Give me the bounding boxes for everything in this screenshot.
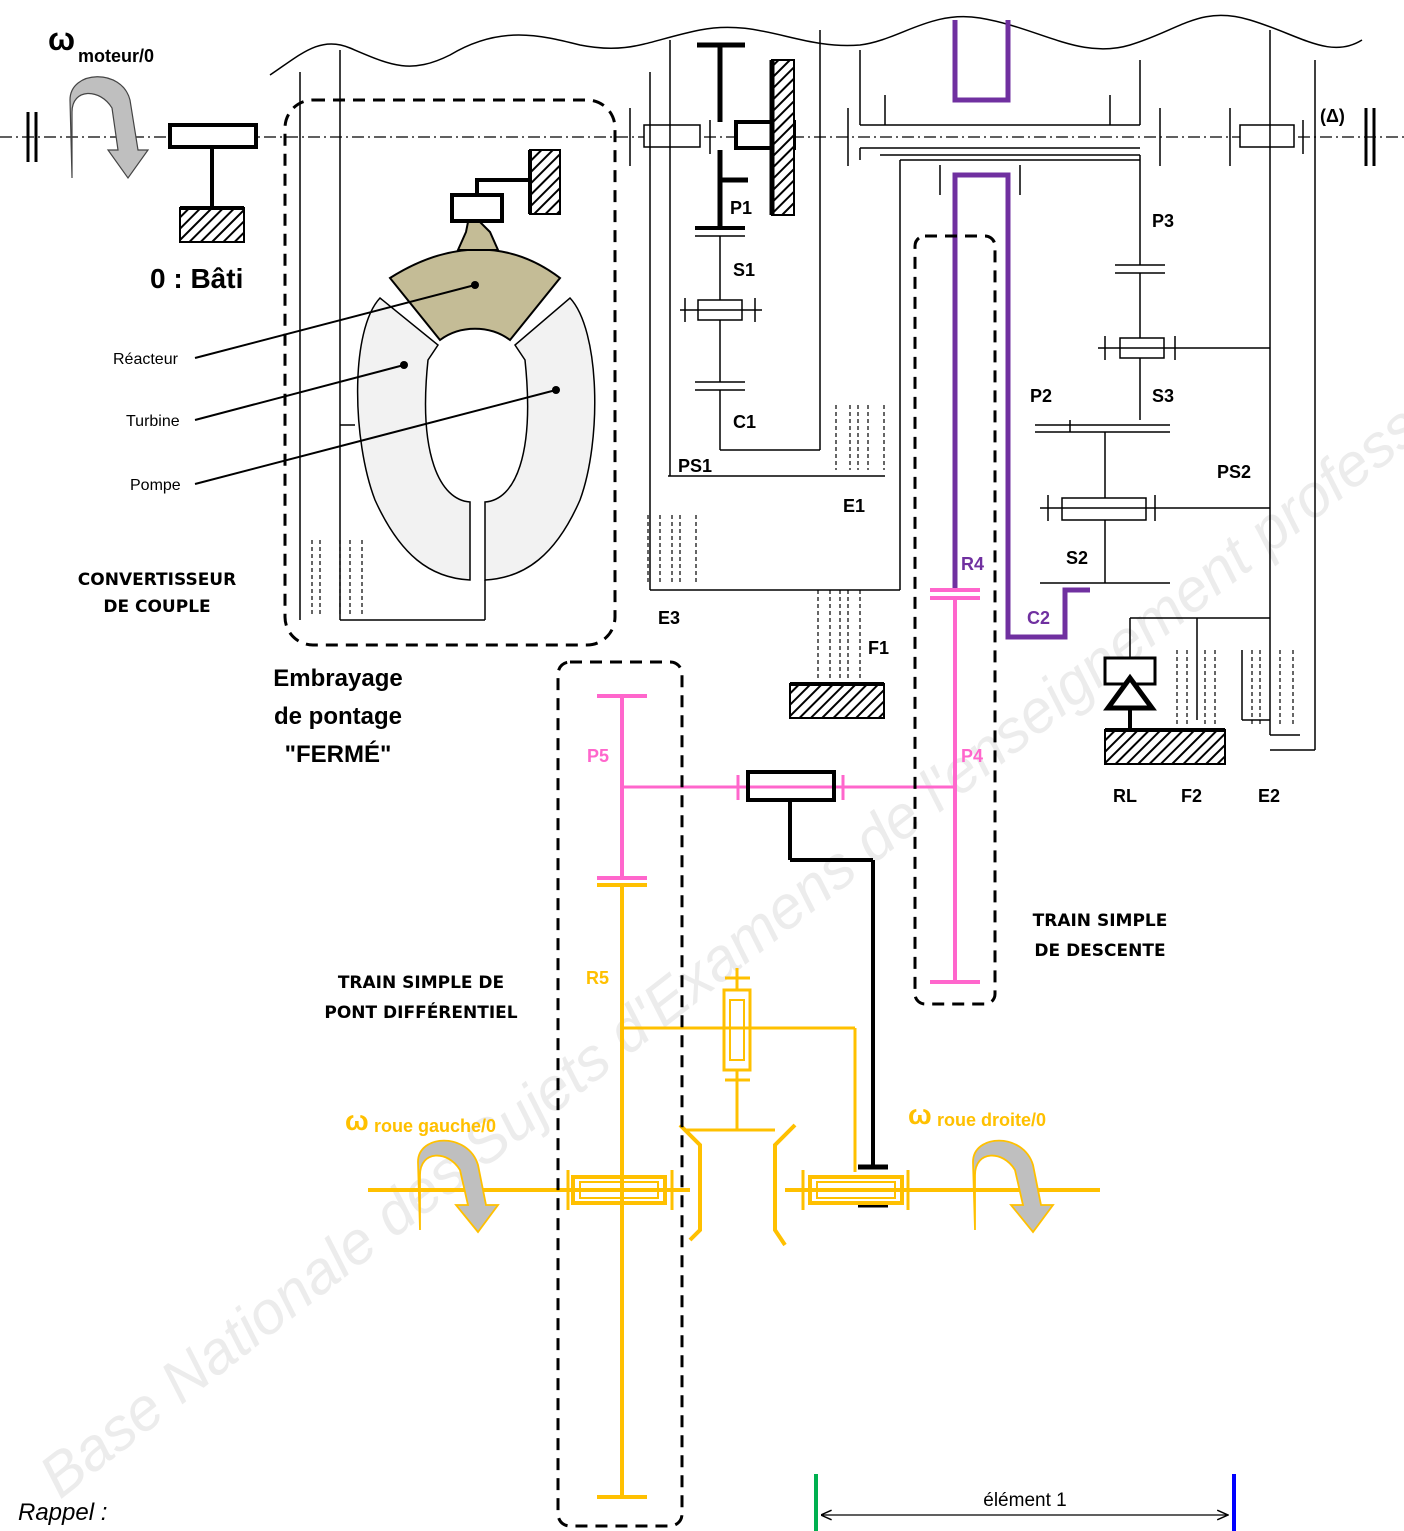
descent-train bbox=[597, 588, 980, 984]
descent-title-2: DE DESCENTE bbox=[1034, 941, 1165, 961]
lockup-title-3: "FERMÉ" bbox=[285, 740, 392, 768]
omega-motor-symbol: ω bbox=[48, 21, 75, 57]
axis-label: (Δ) bbox=[1320, 106, 1345, 126]
omega-motor-sub: moteur/0 bbox=[78, 46, 154, 66]
differential-group-box bbox=[556, 660, 684, 1528]
label-reacteur: Réacteur bbox=[113, 351, 179, 368]
gearbox-first-train bbox=[629, 30, 885, 590]
label-s1: S1 bbox=[733, 260, 755, 280]
differential-title-1: TRAIN SIMPLE DE bbox=[338, 973, 504, 993]
omega-left-sub: roue gauche/0 bbox=[374, 1116, 496, 1136]
rappel-label: Rappel : bbox=[18, 1499, 107, 1526]
element-1-label: élément 1 bbox=[983, 1490, 1066, 1511]
omega-right-symbol: ω bbox=[908, 1099, 932, 1130]
label-f1: F1 bbox=[868, 638, 889, 658]
differential bbox=[368, 883, 1100, 1499]
label-p5: P5 bbox=[587, 746, 609, 766]
label-p4: P4 bbox=[961, 746, 983, 766]
label-r4: R4 bbox=[961, 554, 984, 574]
omega-right-sub: roue droite/0 bbox=[937, 1110, 1046, 1130]
motor-rotation-arrow bbox=[69, 76, 150, 180]
label-r5: R5 bbox=[586, 968, 609, 988]
omega-left-symbol: ω bbox=[345, 1105, 369, 1136]
sun-r4-c2 bbox=[952, 20, 1090, 640]
label-pompe: Pompe bbox=[130, 477, 181, 494]
right-wheel-rotation-arrow bbox=[972, 1139, 1055, 1234]
descent-title-1: TRAIN SIMPLE bbox=[1033, 911, 1168, 931]
descent-group-box bbox=[913, 234, 997, 1006]
label-p2: P2 bbox=[1030, 386, 1052, 406]
label-e3: E3 bbox=[658, 608, 680, 628]
lockup-title-2: de pontage bbox=[274, 703, 402, 730]
frame-ground-f1 bbox=[789, 683, 885, 719]
label-c2: C2 bbox=[1027, 608, 1050, 628]
label-rl: RL bbox=[1113, 786, 1137, 806]
label-s3: S3 bbox=[1152, 386, 1174, 406]
frame-ground-rl bbox=[1104, 729, 1226, 765]
label-ps1: PS1 bbox=[678, 456, 712, 476]
label-c1: C1 bbox=[733, 412, 756, 432]
converter-title-1: CONVERTISSEUR bbox=[78, 570, 236, 590]
break-line bbox=[269, 14, 1363, 76]
label-ps2: PS2 bbox=[1217, 462, 1251, 482]
torque-converter bbox=[283, 50, 617, 647]
gearbox-second-train bbox=[847, 30, 1316, 751]
label-e1: E1 bbox=[843, 496, 865, 516]
label-p3: P3 bbox=[1152, 211, 1174, 231]
frame-label: 0 : Bâti bbox=[150, 263, 243, 294]
left-wheel-rotation-arrow bbox=[417, 1139, 500, 1234]
label-f2: F2 bbox=[1181, 786, 1202, 806]
label-e2: E2 bbox=[1258, 786, 1280, 806]
converter-title-2: DE COUPLE bbox=[103, 597, 210, 617]
lockup-title-1: Embrayage bbox=[273, 665, 402, 692]
label-turbine: Turbine bbox=[126, 413, 180, 430]
differential-title-2: PONT DIFFÉRENTIEL bbox=[324, 1001, 517, 1023]
frame-ground-1 bbox=[179, 207, 245, 243]
label-s2: S2 bbox=[1066, 548, 1088, 568]
label-p1: P1 bbox=[730, 198, 752, 218]
